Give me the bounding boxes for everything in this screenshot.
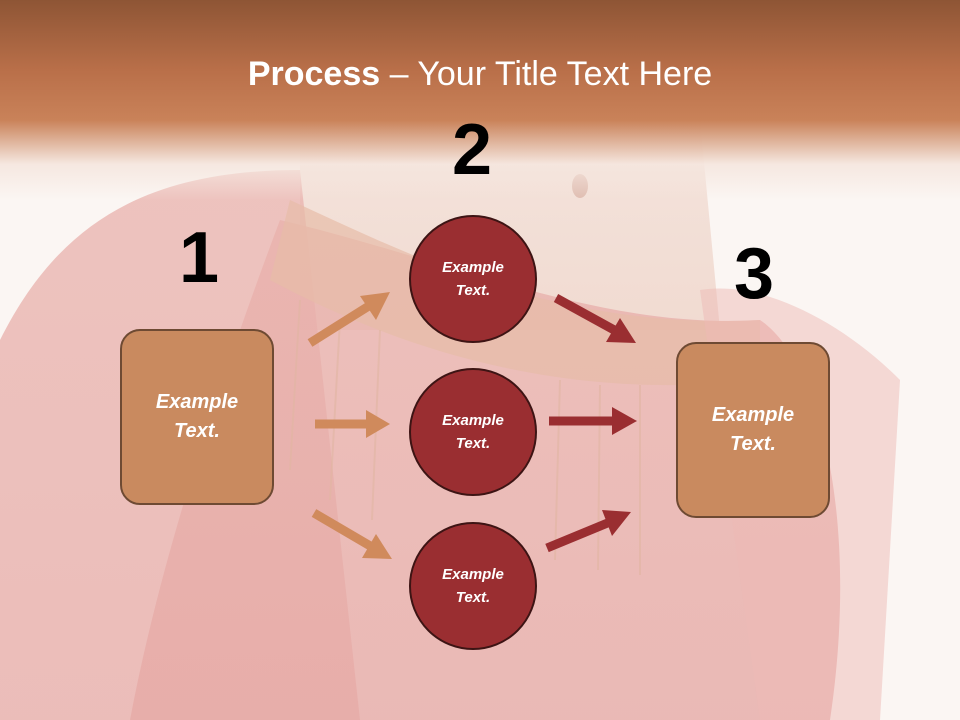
header-band	[0, 0, 960, 200]
step-number-3: 3	[733, 234, 775, 314]
process-box-start-text: Example Text.	[155, 391, 239, 442]
step-number-2: 2	[451, 110, 493, 190]
process-circle-3: Example Text.	[409, 522, 537, 650]
process-circle-1: Example Text.	[409, 215, 537, 343]
title-bold: Process	[247, 55, 381, 93]
page-title: Process – Your Title Text Here	[0, 52, 960, 96]
arrow-left-down	[311, 509, 392, 559]
process-box-end: Example Text.	[676, 342, 830, 518]
title-rest: – Your Title Text Here	[380, 55, 713, 93]
process-circle-1-text: Example Text.	[442, 259, 504, 299]
arrow-right-up	[545, 510, 631, 553]
arrow-left-up	[307, 292, 390, 347]
step-number-1: 1	[178, 218, 220, 298]
process-box-end-text: Example Text.	[711, 404, 795, 455]
arrow-right-middle	[549, 407, 637, 435]
process-circle-2-text: Example Text.	[442, 412, 504, 452]
process-circle-3-text: Example Text.	[442, 566, 504, 606]
arrow-right-down	[553, 294, 636, 343]
process-circle-2: Example Text.	[409, 368, 537, 496]
process-box-start: Example Text.	[120, 329, 274, 505]
arrow-left-middle	[315, 410, 390, 438]
